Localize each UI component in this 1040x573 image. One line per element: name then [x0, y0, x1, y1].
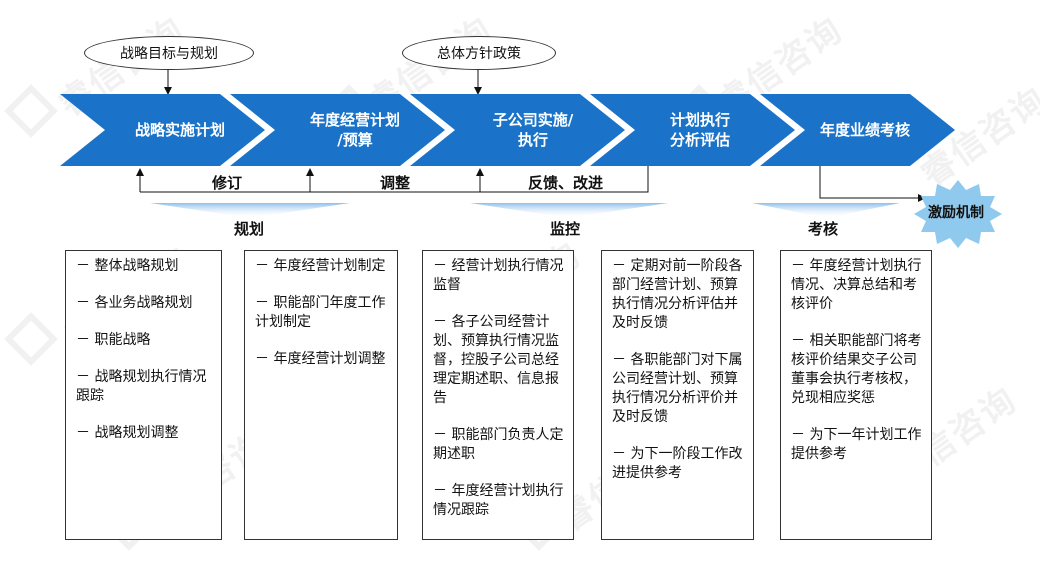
assessment-wedge [752, 203, 900, 218]
stage-3-label: 子公司实施/ 执行 [492, 111, 574, 149]
list-item: － 经营计划执行情况监督 [433, 258, 564, 293]
list-item: － 职能部门负责人定期述职 [433, 427, 564, 462]
list-item: － 为下一阶段工作改进提供参考 [612, 446, 743, 481]
chevron-stage-3 [410, 94, 625, 166]
incentive-label: 激励机制 [928, 205, 984, 221]
list-item: － 年度经营计划执行情况跟踪 [433, 483, 564, 518]
list-item: － 相关职能部门将考核评价结果交子公司董事会执行考核权，兑现相应奖惩 [791, 333, 922, 406]
chevron-stage-4 [590, 94, 795, 166]
planning-wedge [150, 203, 350, 218]
assessment-section-label: 考核 [808, 220, 839, 238]
adjust-label: 调整 [380, 174, 411, 192]
monitoring-analysis-box: － 定期对前一阶段各部门经营计划、预算执行情况分析评估并及时反馈 － 各职能部门… [601, 250, 754, 540]
list-item: － 整体战略规划 [76, 258, 179, 274]
policy-label: 总体方针政策 [437, 46, 521, 62]
stage-2-label: 年度经营计划 /预算 [309, 111, 400, 149]
chevron-stage-2 [230, 94, 445, 166]
feedback-improve-label: 反馈、改进 [528, 174, 604, 192]
planning-strategy-box: － 整体战略规划 － 各业务战略规划 － 职能战略 － 战略规划执行情况跟踪 －… [65, 250, 222, 540]
list-item: － 各子公司经营计划、预算执行情况监督，控股子公司总经理定期述职、信息报告 [433, 314, 559, 406]
planning-section-label: 规划 [234, 220, 265, 238]
revise-label: 修订 [212, 174, 243, 192]
incentive-line [819, 166, 926, 202]
policy-ellipse: 总体方针政策 [402, 36, 556, 70]
list-item: － 战略规划调整 [76, 425, 179, 441]
stage-1-label: 战略实施计划 [134, 121, 225, 139]
chevron-stage-1 [60, 94, 265, 166]
list-item: － 年度经营计划执行情况、决算总结和考核评价 [791, 258, 922, 312]
strategy-goal-ellipse: 战略目标与规划 [84, 36, 254, 70]
list-item: － 为下一年计划工作提供参考 [791, 427, 922, 462]
list-item: － 职能部门年度工作计划制定 [255, 295, 386, 330]
monitoring-wedge [470, 203, 668, 218]
monitoring-section-label: 监控 [550, 220, 581, 238]
list-item: － 各职能部门对下属公司经营计划、预算执行情况分析评价并及时反馈 [612, 352, 743, 425]
list-item: － 年度经营计划制定 [255, 258, 386, 274]
monitoring-subsidiary-box: － 经营计划执行情况监督 － 各子公司经营计划、预算执行情况监督，控股子公司总经… [422, 250, 574, 540]
list-item: － 各业务战略规划 [76, 295, 193, 311]
list-item: － 职能战略 [76, 332, 151, 348]
stage-4-label: 计划执行 分析评估 [669, 111, 730, 149]
incentive-starburst [914, 180, 1002, 248]
list-item: － 年度经营计划调整 [255, 351, 386, 367]
list-item: － 战略规划执行情况跟踪 [76, 369, 207, 404]
strategy-goal-label: 战略目标与规划 [120, 46, 218, 62]
planning-annual-box: － 年度经营计划制定 － 职能部门年度工作计划制定 － 年度经营计划调整 [244, 250, 398, 540]
list-item: － 定期对前一阶段各部门经营计划、预算执行情况分析评估并及时反馈 [612, 258, 743, 331]
feedback-loop-line [140, 166, 649, 193]
stage-5-label: 年度业绩考核 [819, 121, 910, 139]
assessment-box: － 年度经营计划执行情况、决算总结和考核评价 － 相关职能部门将考核评价结果交子… [780, 250, 932, 540]
chevron-stage-5 [760, 94, 955, 166]
